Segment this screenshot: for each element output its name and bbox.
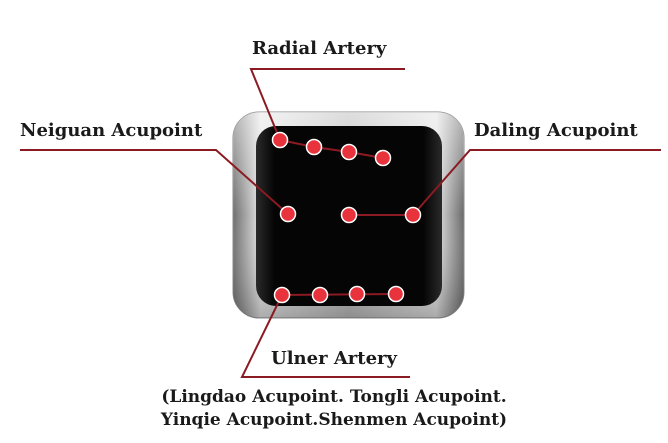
acupoints bbox=[271, 131, 422, 304]
ulner-artery-label: Ulner Artery bbox=[271, 348, 397, 369]
neiguan-acupoint-label: Neiguan Acupoint bbox=[20, 120, 203, 141]
neiguan-leader bbox=[20, 149, 289, 215]
center-point bbox=[340, 206, 358, 224]
ulner-point-4 bbox=[387, 285, 405, 303]
ulner-connector bbox=[281, 293, 397, 296]
radial-point-1 bbox=[271, 131, 289, 149]
ulner-artery-leader bbox=[240, 294, 410, 378]
ulner-point-3 bbox=[348, 285, 366, 303]
radial-artery-label: Radial Artery bbox=[252, 38, 387, 59]
ulner-point-1 bbox=[273, 286, 291, 304]
daling-leader bbox=[412, 149, 661, 216]
daling-acupoint-label: Daling Acupoint bbox=[474, 120, 638, 141]
radial-point-4 bbox=[374, 149, 392, 167]
radial-point-3 bbox=[340, 143, 358, 161]
radial-connector bbox=[279, 139, 384, 159]
radial-point-2 bbox=[305, 138, 323, 156]
ulner-point-2 bbox=[311, 286, 329, 304]
ulner-points-note-line2: Yinqie Acupoint.Shenmen Acupoint) bbox=[160, 410, 508, 430]
neiguan-point bbox=[279, 205, 297, 223]
point-connectors bbox=[279, 139, 413, 296]
radial-artery-leader bbox=[249, 68, 405, 141]
ulner-points-note-line1: (Lingdao Acupoint. Tongli Acupoint. bbox=[161, 387, 507, 407]
daling-point bbox=[404, 206, 422, 224]
leader-lines bbox=[20, 68, 661, 378]
